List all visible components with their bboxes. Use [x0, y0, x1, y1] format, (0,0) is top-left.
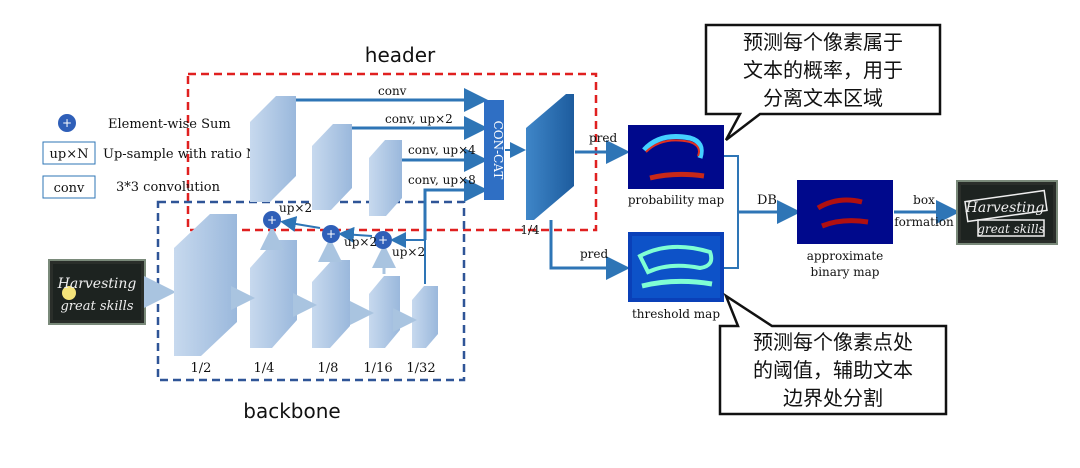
branch-conv-up4: conv, up×4	[408, 143, 476, 157]
legend-upsample-text: Up-sample with ratio N	[103, 147, 257, 162]
svg-text:great skills: great skills	[60, 299, 133, 314]
pred-label-bottom: pred	[580, 247, 609, 261]
branch-conv-up2: conv, up×2	[385, 112, 453, 126]
callout-top-line-1: 预测每个像素属于	[743, 30, 903, 54]
callout-top-line-3: 分离文本区域	[763, 86, 883, 110]
sum-nodes: + + +	[263, 211, 392, 249]
input-image: Harvesting great skills	[48, 259, 146, 325]
pred-label-top: pred	[589, 131, 618, 145]
callout-top	[704, 23, 942, 141]
fused-feature	[526, 94, 574, 220]
svg-text:great skills: great skills	[977, 222, 1044, 236]
probability-map-image	[628, 125, 724, 189]
sum-icon	[58, 114, 76, 132]
header-label: header	[365, 43, 436, 67]
scale-1-2: 1/2	[191, 361, 212, 376]
legend-sum-text: Element-wise Sum	[108, 117, 231, 132]
probability-map-caption: probability map	[628, 193, 725, 207]
svg-text:+: +	[62, 116, 72, 130]
backbone-features	[174, 214, 438, 356]
up-label-2: up×2	[344, 235, 377, 249]
legend-conv-text: 3*3 convolution	[116, 180, 221, 195]
sum-icon-3	[374, 231, 392, 249]
legend-upsample-tag: up×N	[50, 147, 89, 162]
svg-text:+: +	[326, 227, 336, 241]
legend: + Element-wise Sum up×N Up-sample with r…	[42, 114, 257, 199]
up-label-3: up×2	[392, 245, 425, 259]
callout-top-line-2: 文本的概率，用于	[743, 58, 903, 82]
header-feature-2	[312, 124, 352, 210]
output-image: Harvesting great skills	[956, 180, 1058, 245]
header-feature-3	[369, 140, 402, 216]
scale-1-8: 1/8	[318, 361, 339, 376]
backbone-feature-1-4	[250, 240, 297, 348]
concat-block	[484, 100, 504, 200]
svg-text:+: +	[267, 213, 277, 227]
callout-bottom-line-3: 边界处分割	[783, 386, 883, 410]
sum-icon-1	[263, 211, 281, 229]
scale-1-16: 1/16	[363, 361, 392, 376]
scale-1-32: 1/32	[406, 361, 435, 376]
callout-bottom-line-1: 预测每个像素点处	[753, 330, 913, 354]
legend-conv-tag: conv	[54, 181, 85, 196]
header-feature-1	[250, 96, 296, 202]
approximate-caption-2: binary map	[811, 265, 880, 279]
legend-conv-box	[42, 175, 96, 199]
branch-conv: conv	[378, 84, 407, 98]
approximate-caption-1: approximate	[807, 249, 884, 263]
callout-top-text: 预测每个像素属于 文本的概率，用于 分离文本区域	[708, 28, 938, 112]
svg-text:Harvesting: Harvesting	[57, 276, 137, 292]
up-label-1: up×2	[279, 201, 312, 215]
box-label: box	[913, 193, 935, 207]
threshold-map-caption: threshold map	[632, 307, 720, 321]
threshold-map-image	[628, 232, 724, 302]
backbone-feature-1-8	[312, 260, 350, 348]
svg-text:Harvesting: Harvesting	[965, 200, 1045, 216]
branch-conv-up8: conv, up×8	[408, 173, 476, 187]
svg-text:+: +	[378, 233, 388, 247]
callout-bottom-line-2: 的阈值，辅助文本	[753, 358, 913, 382]
scale-1-4: 1/4	[254, 361, 275, 376]
header-features	[250, 96, 402, 216]
formation-label: formation	[894, 215, 954, 229]
backbone-label: backbone	[243, 399, 340, 423]
backbone-feature-1-32	[412, 286, 438, 348]
backbone-feature-1-16	[369, 276, 400, 348]
db-label: DB	[757, 193, 777, 208]
callout-bottom	[718, 292, 948, 416]
sum-icon-2	[322, 225, 340, 243]
approximate-binary-map-image	[797, 180, 893, 244]
backbone-feature-1-2	[174, 214, 237, 356]
concat-label: CON-CAT	[491, 121, 505, 180]
callout-bottom-text: 预测每个像素点处 的阈值，辅助文本 边界处分割	[722, 328, 944, 412]
legend-upsample-box	[42, 141, 96, 165]
fused-scale: 1/4	[520, 223, 540, 237]
